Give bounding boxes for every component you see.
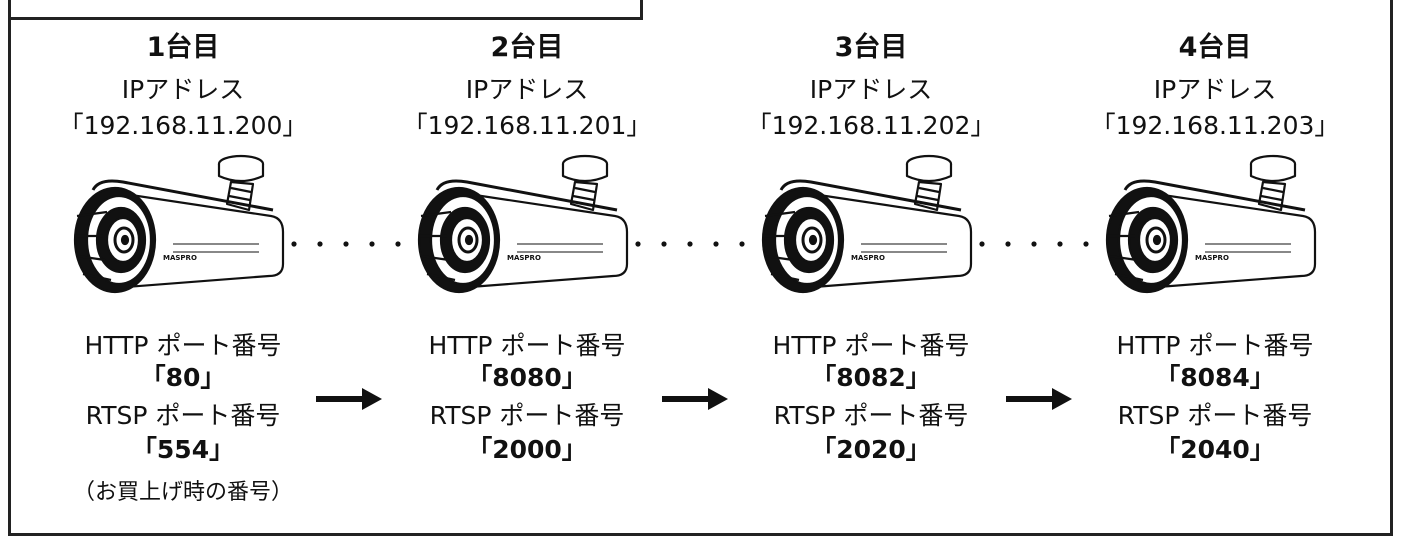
rtsp-port-value: 「2000」	[467, 435, 587, 464]
rtsp-port-value: 「554」	[131, 435, 235, 464]
ip-address-label: IPアドレス	[809, 75, 933, 104]
http-port-value: 「8080」	[467, 363, 587, 392]
http-port-value: 「8082」	[811, 363, 931, 392]
http-port-label: HTTP ポート番号	[772, 331, 970, 360]
svg-text:MASPRO: MASPRO	[851, 254, 885, 262]
http-port-label: HTTP ポート番号	[84, 331, 282, 360]
security-camera-icon: MASPRO	[73, 154, 285, 294]
svg-text:MASPRO: MASPRO	[1195, 254, 1229, 262]
right-arrow-icon	[1006, 388, 1072, 410]
dotted-connector	[291, 241, 401, 247]
rtsp-port-label: RTSP ポート番号	[429, 401, 625, 430]
unit-title: 3台目	[834, 32, 908, 63]
unit-title: 2台目	[490, 32, 564, 63]
http-port-value: 「80」	[140, 363, 226, 392]
rtsp-port-label: RTSP ポート番号	[85, 401, 281, 430]
http-port-label: HTTP ポート番号	[428, 331, 626, 360]
rtsp-port-label: RTSP ポート番号	[773, 401, 969, 430]
frame-tab	[8, 0, 643, 20]
ip-address-value: 「192.168.11.200」	[58, 111, 308, 140]
security-camera-icon: MASPRO	[761, 154, 973, 294]
unit-title: 1台目	[146, 32, 220, 63]
ip-address-value: 「192.168.11.203」	[1090, 111, 1340, 140]
http-port-label: HTTP ポート番号	[1116, 331, 1314, 360]
security-camera-icon: MASPRO	[417, 154, 629, 294]
ip-address-label: IPアドレス	[465, 75, 589, 104]
dotted-connector	[635, 241, 745, 247]
ip-address-label: IPアドレス	[1153, 75, 1277, 104]
dotted-connector	[979, 241, 1089, 247]
security-camera-icon: MASPRO	[1105, 154, 1317, 294]
factory-default-note: （お買上げ時の番号）	[72, 480, 293, 505]
right-arrow-icon	[662, 388, 728, 410]
svg-text:MASPRO: MASPRO	[507, 254, 541, 262]
http-port-value: 「8084」	[1155, 363, 1275, 392]
ip-address-label: IPアドレス	[121, 75, 245, 104]
svg-text:MASPRO: MASPRO	[163, 254, 197, 262]
rtsp-port-value: 「2040」	[1155, 435, 1275, 464]
ip-address-value: 「192.168.11.201」	[402, 111, 652, 140]
ip-address-value: 「192.168.11.202」	[746, 111, 996, 140]
right-arrow-icon	[316, 388, 382, 410]
rtsp-port-value: 「2020」	[811, 435, 931, 464]
rtsp-port-label: RTSP ポート番号	[1117, 401, 1313, 430]
unit-title: 4台目	[1178, 32, 1252, 63]
